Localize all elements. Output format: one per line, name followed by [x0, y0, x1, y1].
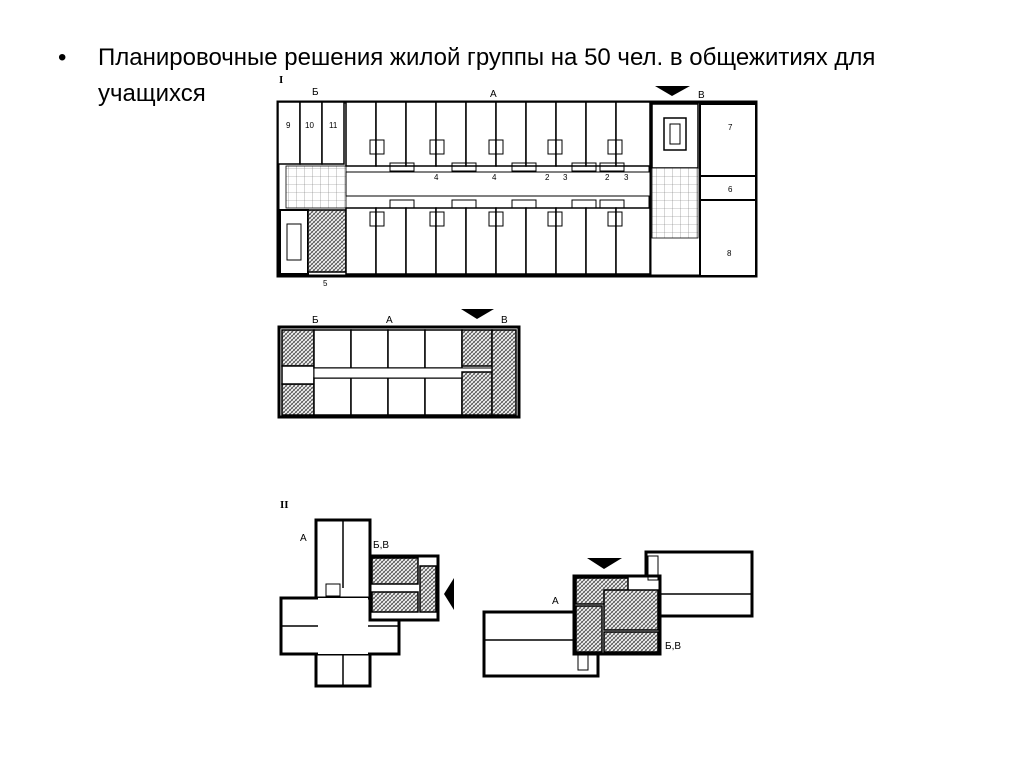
plan-3-left-a-label: А: [300, 533, 307, 544]
room-7-label: 7: [728, 123, 733, 132]
room-8: [699, 199, 757, 277]
plan-2: Б А В: [277, 309, 521, 419]
plan-3: II А Б,В А Б,В: [279, 499, 754, 688]
corridor-label-4a: 4: [434, 173, 439, 182]
plan-3-left: А Б,В: [279, 518, 454, 688]
corridor-label-4b: 4: [492, 173, 497, 182]
plan-3-roman-label: II: [280, 499, 289, 511]
plan-1-zone-b-label: Б: [312, 87, 319, 98]
corridor-label-2b: 2: [605, 173, 610, 182]
plan-1-stair: [279, 209, 309, 275]
plan-3-left-entrance-arrow: [444, 578, 454, 610]
plan-2-zone-b-label: Б: [312, 315, 319, 326]
room-10-label: 10: [305, 121, 314, 130]
room-11: [321, 101, 345, 165]
plan-3-right-a-label: А: [552, 596, 559, 607]
plan-1: I Б А В 9 10 11 5: [276, 74, 758, 288]
corridor-label-2a: 2: [545, 173, 550, 182]
plan-1-corridor: [345, 171, 651, 197]
plan-1-left-lobby: [285, 165, 347, 209]
plan-1-right-stair: [651, 103, 699, 169]
room-6: [699, 175, 757, 201]
plan-2-zone-a-label: А: [386, 315, 393, 326]
room-9-label: 9: [286, 121, 291, 130]
plan-1-roman-label: I: [279, 74, 283, 86]
corridor-label-3a: 3: [563, 173, 568, 182]
plan-1-bottom-rooms: [345, 207, 651, 275]
room-10: [299, 101, 323, 165]
room-5-label: 5: [323, 279, 328, 288]
plan-1-top-rooms: [345, 101, 651, 167]
room-5: [307, 209, 347, 273]
room-11-label: 11: [329, 121, 338, 130]
entrance-arrow: [655, 86, 690, 96]
room-6-label: 6: [728, 185, 733, 194]
room-8-label: 8: [727, 249, 732, 258]
plan-1-zone-v-label: В: [698, 90, 705, 101]
room-9: [277, 101, 301, 165]
room-7: [699, 103, 757, 177]
plan-1-zone-a-label: А: [490, 89, 497, 100]
slide-heading: Планировочные решения жилой группы на 50…: [98, 44, 876, 107]
plan-2-entrance-arrow: [461, 309, 494, 319]
plan-3-right: А Б,В: [482, 550, 754, 678]
plan-2-zone-v-label: В: [501, 315, 508, 326]
corridor-label-3b: 3: [624, 173, 629, 182]
plan-3-right-bv-label: Б,В: [665, 641, 681, 652]
plan-3-left-bv-label: Б,В: [373, 540, 389, 551]
bullet-marker: •: [58, 44, 67, 71]
plan-1-right-lobby: [651, 167, 699, 239]
plan-3-right-entrance-arrow: [587, 558, 622, 569]
